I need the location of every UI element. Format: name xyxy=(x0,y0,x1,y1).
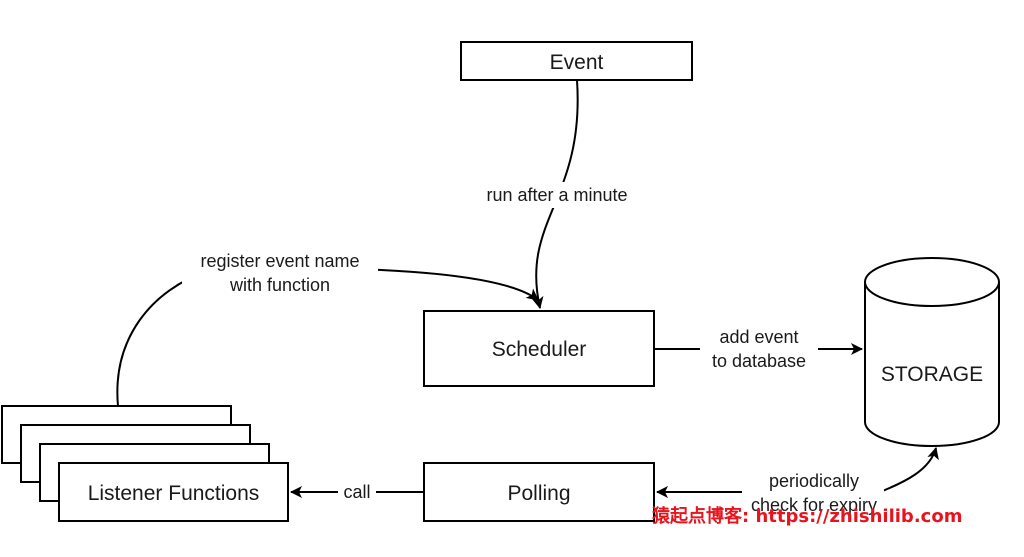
add-event-label-line2: to database xyxy=(712,351,806,371)
register-label-line2: with function xyxy=(229,275,330,295)
run-after-label: run after a minute xyxy=(486,185,627,205)
register-label-line1: register event name xyxy=(200,251,359,271)
event-node: Event xyxy=(460,41,693,81)
scheduler-label: Scheduler xyxy=(492,338,587,361)
edge-polling-to-storage xyxy=(879,447,939,493)
edge-label-bg xyxy=(700,322,818,374)
edge-label-bg xyxy=(338,480,376,504)
polling-label: Polling xyxy=(507,482,570,505)
scheduler-node: Scheduler xyxy=(423,310,655,387)
storage-node: STORAGE xyxy=(864,257,1000,447)
event-label: Event xyxy=(550,51,604,74)
watermark-text: 猿起点博客: https://zhishilib.com xyxy=(651,505,962,527)
storage-label: STORAGE xyxy=(881,363,983,386)
listener-functions-node: Listener Functions xyxy=(1,405,289,522)
polling-node: Polling xyxy=(423,462,655,522)
call-label: call xyxy=(343,482,370,502)
edge-label-bg xyxy=(182,250,378,300)
listener-label: Listener Functions xyxy=(88,482,260,505)
edge-label-bg xyxy=(742,466,884,516)
add-event-label-line1: add event xyxy=(719,327,798,347)
edge-label-bg xyxy=(472,182,642,208)
periodically-label-line1: periodically xyxy=(769,471,859,491)
listener-stack-front xyxy=(58,462,289,522)
periodically-label-line2: check for expiry xyxy=(751,495,877,515)
